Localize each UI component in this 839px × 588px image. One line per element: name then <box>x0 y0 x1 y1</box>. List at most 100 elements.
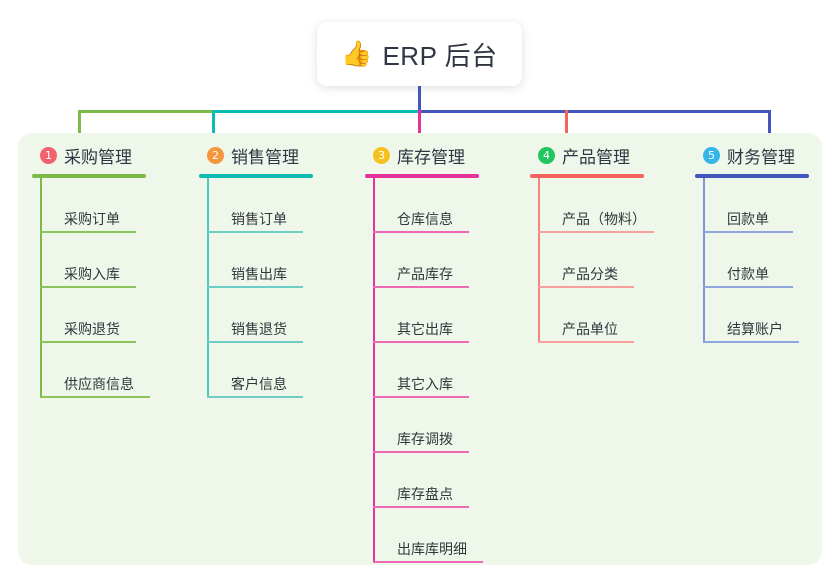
leaf-rule <box>207 341 303 343</box>
branch-column-5: 5 财务管理 回款单 付款单 结算账户 <box>695 143 839 343</box>
branch-header-3[interactable]: 3 库存管理 <box>365 143 525 167</box>
branch-spine-5 <box>703 178 705 343</box>
diagram-panel <box>18 133 822 565</box>
branch-items-3: 仓库信息 产品库存 其它出库 其它入库 库存调拨 库存盘点 <box>365 178 525 563</box>
branch-rule-5 <box>695 174 809 178</box>
leaf-label: 供应商信息 <box>64 376 134 392</box>
list-item[interactable]: 产品（物料） <box>538 178 690 233</box>
leaf-rule <box>373 451 469 453</box>
leaf-label: 出库库明细 <box>397 541 467 557</box>
branch-column-3: 3 库存管理 仓库信息 产品库存 其它出库 其它入库 库存调拨 <box>365 143 525 563</box>
root-node[interactable]: 👍 ERP 后台 <box>317 22 522 86</box>
list-item[interactable]: 产品库存 <box>373 233 525 288</box>
root-stem-connector <box>418 86 421 111</box>
branch-header-4[interactable]: 4 产品管理 <box>530 143 690 167</box>
leaf-rule <box>373 506 469 508</box>
branch-label-4: 产品管理 <box>562 147 630 167</box>
leaf-label: 库存调拨 <box>397 431 453 447</box>
list-item[interactable]: 出库库明细 <box>373 508 525 563</box>
branch-spine-2 <box>207 178 209 398</box>
branch-badge-3: 3 <box>373 146 390 164</box>
list-item[interactable]: 销售退货 <box>207 288 351 343</box>
list-item[interactable]: 库存调拨 <box>373 398 525 453</box>
leaf-rule <box>373 396 469 398</box>
leaf-label: 仓库信息 <box>397 211 453 227</box>
list-item[interactable]: 库存盘点 <box>373 453 525 508</box>
leaf-rule <box>538 341 634 343</box>
branch-items-5: 回款单 付款单 结算账户 <box>695 178 839 343</box>
leaf-label: 销售订单 <box>231 211 287 227</box>
list-item[interactable]: 付款单 <box>703 233 839 288</box>
leaf-rule <box>207 231 303 233</box>
list-item[interactable]: 产品分类 <box>538 233 690 288</box>
leaf-label: 结算账户 <box>727 321 783 337</box>
leaf-label: 销售出库 <box>231 266 287 282</box>
leaf-label: 采购订单 <box>64 211 120 227</box>
branch-rule-2 <box>199 174 313 178</box>
leaf-label: 其它出库 <box>397 321 453 337</box>
list-item[interactable]: 销售订单 <box>207 178 351 233</box>
branch-column-2: 2 销售管理 销售订单 销售出库 销售退货 客户信息 <box>199 143 351 398</box>
bus-segment-teal <box>213 110 418 113</box>
leaf-label: 采购入库 <box>64 266 120 282</box>
branch-badge-5: 5 <box>703 146 720 164</box>
leaf-label: 库存盘点 <box>397 486 453 502</box>
leaf-rule <box>538 231 654 233</box>
branch-rule-3 <box>365 174 479 178</box>
list-item[interactable]: 销售出库 <box>207 233 351 288</box>
leaf-label: 产品分类 <box>562 266 618 282</box>
thumbs-up-icon: 👍 <box>341 39 373 68</box>
list-item[interactable]: 采购入库 <box>40 233 184 288</box>
drop-connector-5 <box>768 110 771 144</box>
leaf-rule <box>207 396 303 398</box>
branch-spine-3 <box>373 178 375 563</box>
list-item[interactable]: 其它入库 <box>373 343 525 398</box>
leaf-label: 付款单 <box>727 266 769 282</box>
leaf-label: 销售退货 <box>231 321 287 337</box>
branch-header-2[interactable]: 2 销售管理 <box>199 143 351 167</box>
leaf-rule <box>40 231 136 233</box>
branch-column-4: 4 产品管理 产品（物料） 产品分类 产品单位 <box>530 143 690 343</box>
list-item[interactable]: 采购退货 <box>40 288 184 343</box>
branch-spine-1 <box>40 178 42 398</box>
leaf-rule <box>538 286 634 288</box>
list-item[interactable]: 采购订单 <box>40 178 184 233</box>
list-item[interactable]: 仓库信息 <box>373 178 525 233</box>
leaf-rule <box>373 341 469 343</box>
branch-rule-4 <box>530 174 644 178</box>
branch-badge-2: 2 <box>207 146 224 164</box>
list-item[interactable]: 客户信息 <box>207 343 351 398</box>
leaf-rule <box>207 286 303 288</box>
list-item[interactable]: 回款单 <box>703 178 839 233</box>
leaf-label: 产品单位 <box>562 321 618 337</box>
leaf-rule <box>40 286 136 288</box>
list-item[interactable]: 其它出库 <box>373 288 525 343</box>
branch-label-5: 财务管理 <box>727 147 795 167</box>
leaf-rule <box>40 396 150 398</box>
drop-connector-4 <box>565 110 568 144</box>
leaf-label: 回款单 <box>727 211 769 227</box>
branch-header-1[interactable]: 1 采购管理 <box>32 143 184 167</box>
list-item[interactable]: 供应商信息 <box>40 343 184 398</box>
leaf-label: 客户信息 <box>231 376 287 392</box>
branch-label-2: 销售管理 <box>231 147 299 167</box>
root-title: ERP 后台 <box>382 40 498 71</box>
leaf-label: 其它入库 <box>397 376 453 392</box>
branch-items-2: 销售订单 销售出库 销售退货 客户信息 <box>199 178 351 398</box>
branch-badge-4: 4 <box>538 146 555 164</box>
list-item[interactable]: 产品单位 <box>538 288 690 343</box>
leaf-rule <box>373 231 469 233</box>
branch-label-1: 采购管理 <box>64 147 132 167</box>
branch-items-4: 产品（物料） 产品分类 产品单位 <box>530 178 690 343</box>
branch-badge-1: 1 <box>40 146 57 164</box>
drop-connector-3 <box>418 110 421 144</box>
bus-segment-blue <box>418 110 770 113</box>
list-item[interactable]: 结算账户 <box>703 288 839 343</box>
drop-connector-1 <box>78 110 81 144</box>
leaf-label: 采购退货 <box>64 321 120 337</box>
branch-header-5[interactable]: 5 财务管理 <box>695 143 839 167</box>
leaf-label: 产品（物料） <box>562 211 646 227</box>
leaf-rule <box>373 286 469 288</box>
leaf-rule <box>703 231 793 233</box>
